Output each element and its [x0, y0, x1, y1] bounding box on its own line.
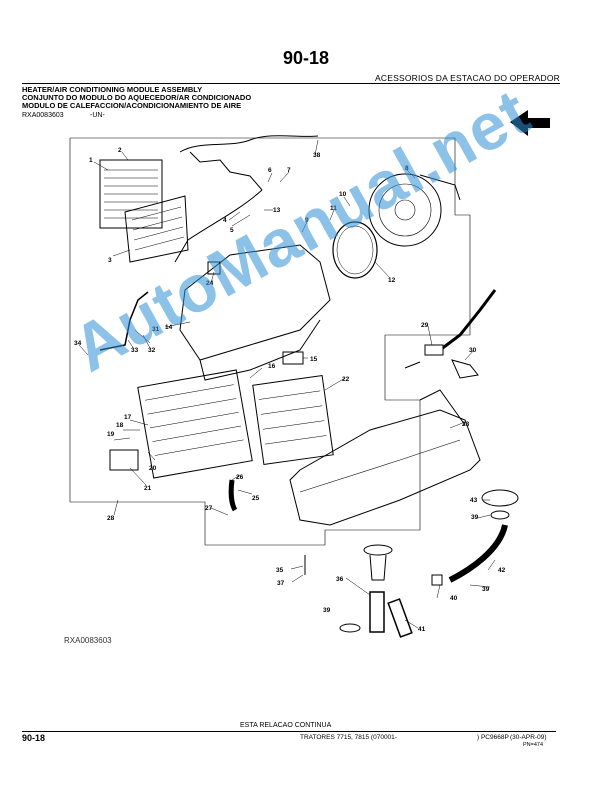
callout-12: 12 — [388, 277, 396, 284]
footer-pn: PN=474 — [523, 742, 544, 748]
callout-3: 3 — [108, 257, 112, 264]
callout-25: 25 — [252, 495, 260, 502]
callout-38: 38 — [313, 152, 321, 159]
callout-13: 13 — [273, 207, 281, 214]
footer-date: (30-APR-09) — [510, 734, 547, 741]
callout-5: 5 — [230, 227, 234, 234]
callout-36: 36 — [336, 576, 344, 583]
callout-41: 41 — [418, 626, 426, 633]
title-spanish: MODULO DE CALEFACCION/ACONDICIONAMIENTO … — [22, 101, 242, 110]
callout-29: 29 — [421, 322, 429, 329]
callout-20: 20 — [149, 465, 157, 472]
footer-doc-code: ) PC9668P — [477, 734, 509, 741]
callout-2: 2 — [118, 147, 122, 154]
callout-26: 26 — [236, 474, 244, 481]
callout-42: 42 — [498, 567, 506, 574]
callout-24: 24 — [206, 280, 214, 287]
callout-27: 27 — [205, 505, 213, 512]
callout-16: 16 — [268, 363, 276, 370]
callout-1: 1 — [89, 157, 93, 164]
footer-page-number: 90-18 — [22, 733, 46, 743]
callout-10: 10 — [339, 191, 347, 198]
callout-4: 4 — [223, 217, 227, 224]
callout-7: 7 — [287, 167, 291, 174]
title-english: HEATER/AIR CONDITIONING MODULE ASSEMBLY — [22, 85, 203, 94]
orientation-arrow-icon — [510, 110, 550, 136]
callout-40: 40 — [450, 595, 458, 602]
page-number: 90-18 — [282, 48, 330, 68]
callout-28: 28 — [107, 515, 115, 522]
callout-18: 18 — [116, 422, 124, 429]
callout-8: 8 — [405, 165, 409, 172]
callout-23: 23 — [462, 421, 470, 428]
callout-37: 37 — [277, 580, 285, 587]
continues-rule — [22, 731, 556, 732]
callout-9: 9 — [305, 217, 309, 224]
title-portuguese: CONJUNTO DO MODULO DO AQUECEDOR/AR CONDI… — [22, 93, 252, 102]
callout-15: 15 — [310, 356, 318, 363]
callout-14: 14 — [165, 324, 173, 331]
figure-reference-suffix: -UN- — [90, 112, 105, 119]
callout-21: 21 — [144, 485, 152, 492]
callout-39a: 39 — [471, 514, 479, 521]
callout-31: 31 — [152, 326, 160, 333]
continues-note: ESTA RELACAO CONTINUA — [238, 722, 334, 729]
callout-33: 33 — [131, 347, 139, 354]
figure-reference-code: RXA0083603 — [22, 112, 64, 119]
callout-19: 19 — [107, 431, 115, 438]
callout-30: 30 — [469, 347, 477, 354]
callout-32: 32 — [148, 347, 156, 354]
figure-reference-bottom: RXA0083603 — [64, 636, 112, 645]
callout-39c: 39 — [323, 607, 331, 614]
callout-17: 17 — [124, 414, 132, 421]
section-title: ACESSORIOS DA ESTACAO DO OPERADOR — [375, 73, 560, 83]
callout-43: 43 — [470, 497, 478, 504]
callout-35: 35 — [276, 567, 284, 574]
callout-11: 11 — [330, 205, 337, 212]
callout-22: 22 — [342, 376, 350, 383]
footer-model: TRATORES 7715, 7815 (070001- — [300, 734, 397, 741]
callout-34: 34 — [74, 340, 82, 347]
header-rule — [22, 83, 560, 84]
callout-39b: 39 — [482, 586, 490, 593]
callout-6: 6 — [268, 167, 272, 174]
